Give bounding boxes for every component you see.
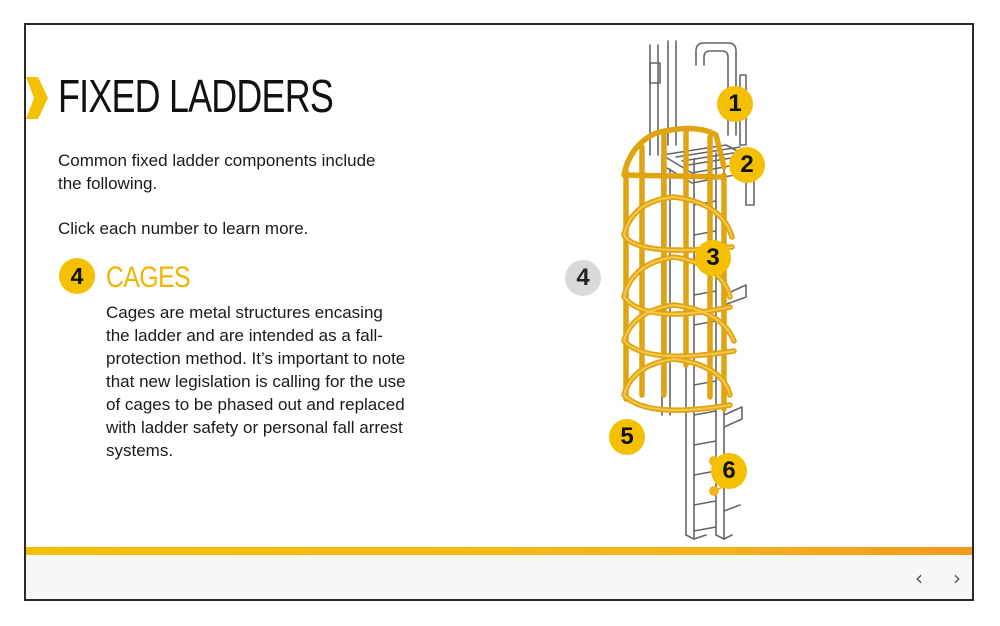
intro-text: Common fixed ladder components include t… — [58, 151, 376, 193]
footer-bar — [26, 555, 972, 599]
hotspot-3-button[interactable]: 3 — [695, 240, 731, 276]
slide-frame: FIXED LADDERS Common fixed ladder compon… — [24, 23, 974, 601]
hotspot-4-button[interactable]: 4 — [565, 260, 601, 296]
section-title: CAGES — [106, 261, 191, 294]
section-description: Cages are metal structures encasing the … — [106, 303, 406, 460]
slide-title: FIXED LADDERS — [58, 70, 334, 122]
chevron-right-icon[interactable]: › — [944, 565, 970, 591]
chevron-left-icon[interactable]: ‹ — [906, 565, 932, 591]
section-number-badge: 4 — [59, 258, 95, 294]
hotspot-5-button[interactable]: 5 — [609, 419, 645, 455]
instruction-text: Click each number to learn more. — [58, 219, 309, 238]
hotspot-1-button[interactable]: 1 — [717, 86, 753, 122]
chevron-right-marker-icon — [26, 77, 48, 119]
hotspot-6-button[interactable]: 6 — [711, 453, 747, 489]
slide-progress-bar — [26, 547, 972, 555]
hotspot-2-button[interactable]: 2 — [729, 147, 765, 183]
